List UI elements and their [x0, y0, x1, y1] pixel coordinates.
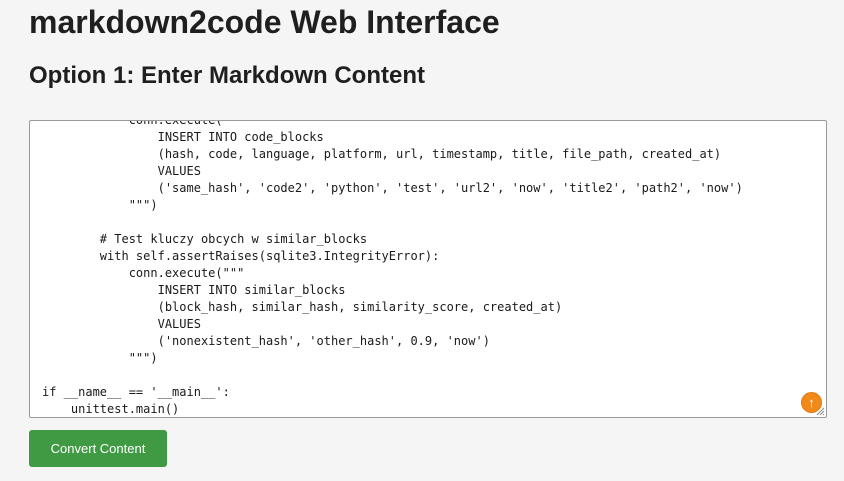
- page-title: markdown2code Web Interface: [29, 4, 500, 40]
- code-line: [42, 367, 743, 384]
- code-line: (block_hash, similar_hash, similarity_sc…: [42, 300, 563, 314]
- resize-grip-icon[interactable]: [815, 406, 825, 416]
- markdown-textarea[interactable]: conn.execute(""" INSERT INTO code_blocks…: [29, 120, 827, 418]
- code-line: """): [42, 198, 158, 212]
- code-content: conn.execute(""" INSERT INTO code_blocks…: [42, 120, 743, 417]
- code-line: (hash, code, language, platform, url, ti…: [42, 147, 722, 161]
- code-line: unittest.main(): [42, 402, 180, 416]
- code-line: with self.assertRaises(sqlite3.Integrity…: [42, 249, 440, 263]
- code-line: ('nonexistent_hash', 'other_hash', 0.9, …: [42, 334, 490, 348]
- convert-content-button[interactable]: Convert Content: [29, 430, 167, 467]
- code-line: [42, 214, 743, 231]
- code-line: INSERT INTO similar_blocks: [42, 283, 346, 297]
- code-line: """): [42, 351, 158, 365]
- code-line: INSERT INTO code_blocks: [42, 130, 324, 144]
- code-line: # Test kluczy obcych w similar_blocks: [42, 232, 368, 246]
- arrow-up-circle-icon[interactable]: ↑: [802, 393, 821, 412]
- code-line: if __name__ == '__main__':: [42, 385, 230, 399]
- section-heading: Option 1: Enter Markdown Content: [29, 62, 425, 89]
- code-line: VALUES: [42, 317, 201, 331]
- code-line: ('same_hash', 'code2', 'python', 'test',…: [42, 181, 743, 195]
- code-line: conn.execute(""": [42, 266, 245, 280]
- code-line: VALUES: [42, 164, 201, 178]
- code-line: conn.execute(""": [42, 120, 245, 127]
